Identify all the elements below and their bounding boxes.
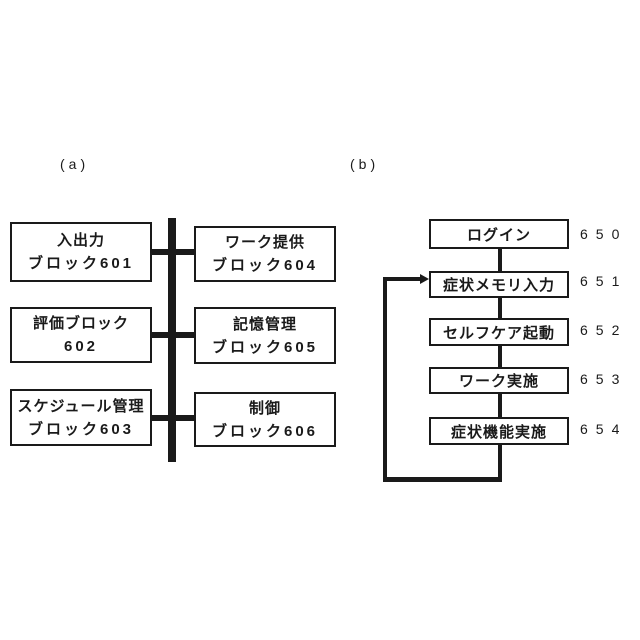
block-label-line1: 制御: [248, 399, 281, 417]
loop-top-segment: [383, 277, 421, 281]
step-symptom-memory-input-651: 症状メモリ入力: [429, 271, 569, 298]
step-work-execution-653: ワーク実施: [429, 367, 569, 394]
bus-line: [168, 218, 176, 462]
step-label: 症状メモリ入力: [442, 277, 555, 294]
step-label: セルフケア起動: [442, 324, 555, 342]
step-symptom-function-execution-654: 症状機能実施: [429, 417, 569, 445]
block-input-output-601: 入出力 ブロック601: [10, 222, 152, 282]
ref-number-650: 650: [580, 226, 628, 242]
block-label-line1: スケジュール管理: [17, 397, 145, 415]
block-memory-management-605: 記憶管理 ブロック605: [194, 307, 336, 364]
block-label-line1: 入出力: [56, 232, 105, 249]
block-label-line2: ブロック606: [211, 422, 319, 440]
step-login-650: ログイン: [429, 219, 569, 249]
block-label-line2: ブロック604: [211, 257, 319, 274]
block-label-line1: 評価ブロック: [32, 315, 129, 332]
block-evaluation-602: 評価ブロック 602: [10, 307, 152, 363]
flow-connector-651-652: [498, 295, 502, 320]
flow-connector-652-653: [498, 343, 502, 370]
loop-left-segment: [383, 277, 387, 482]
step-label: ワーク実施: [458, 373, 539, 390]
block-label-line2: 602: [63, 338, 99, 355]
panel-b-label: (b): [350, 156, 380, 172]
block-schedule-management-603: スケジュール管理 ブロック603: [10, 389, 152, 446]
block-label-line1: ワーク提供: [224, 234, 305, 251]
loop-bottom-segment: [383, 477, 502, 482]
block-work-provision-604: ワーク提供 ブロック604: [194, 226, 336, 282]
ref-number-654: 654: [580, 421, 628, 437]
flow-connector-653-654: [498, 392, 502, 420]
step-label: 症状機能実施: [450, 423, 547, 441]
ref-number-651: 651: [580, 273, 628, 289]
loop-down-segment: [498, 443, 502, 482]
panel-a-label: (a): [60, 156, 90, 172]
block-label-line2: ブロック603: [27, 420, 135, 438]
step-selfcare-start-652: セルフケア起動: [429, 318, 569, 346]
ref-number-652: 652: [580, 322, 628, 338]
block-label-line2: ブロック605: [211, 338, 319, 356]
ref-number-653: 653: [580, 371, 628, 387]
feedback-arrowhead-icon: [420, 274, 429, 284]
block-control-606: 制御 ブロック606: [194, 392, 336, 447]
step-label: ログイン: [466, 226, 531, 244]
flow-connector-650-651: [498, 246, 502, 273]
block-label-line2: ブロック601: [27, 255, 135, 272]
block-label-line1: 記憶管理: [232, 315, 297, 333]
